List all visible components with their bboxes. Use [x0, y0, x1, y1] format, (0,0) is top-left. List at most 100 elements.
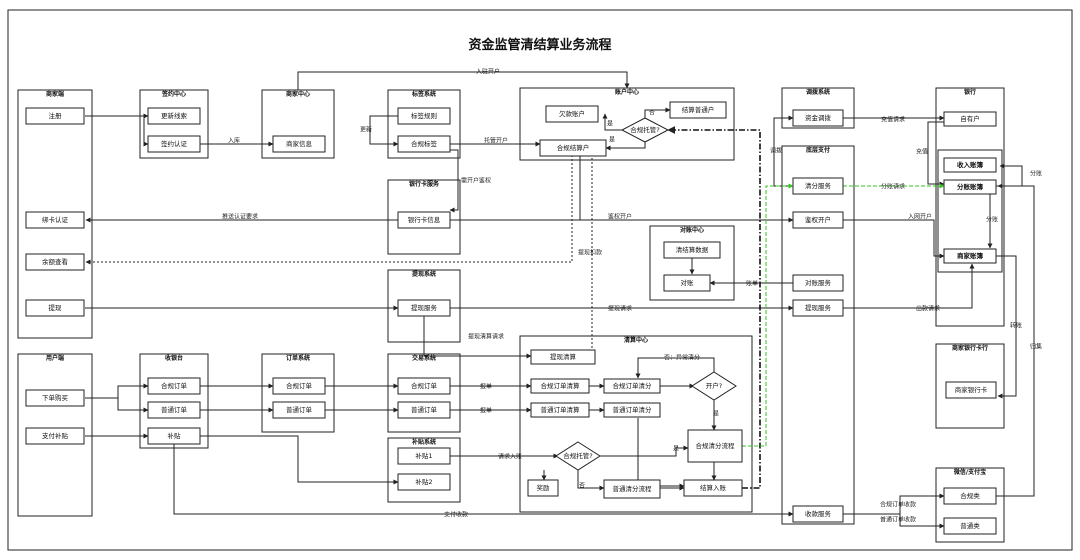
svg-text:普通订单: 普通订单	[411, 405, 438, 414]
box-compliance-order-2[interactable]: 合规订单	[272, 377, 326, 395]
outer-frame	[7, 9, 1073, 551]
label-statement: 账单	[746, 280, 758, 288]
box-income-ledger[interactable]: 收入账簿	[943, 157, 997, 173]
container-merchant-center-title: 商家中心	[286, 90, 310, 98]
box-fund-transfer[interactable]: 资金调拨	[792, 109, 844, 127]
label-no-normal: 否	[649, 110, 655, 117]
box-settle-data[interactable]: 清结算数据	[663, 241, 721, 259]
box-merchant-info[interactable]: 商家信息	[272, 135, 326, 153]
svg-text:对账: 对账	[681, 278, 695, 287]
container-user-side-title: 用户端	[45, 354, 64, 362]
svg-text:合规订单: 合规订单	[161, 381, 188, 390]
svg-text:普通订单: 普通订单	[286, 405, 313, 414]
diamond-open-q[interactable]: 开户?	[691, 371, 737, 401]
diamond-compliance-q2[interactable]: 合规托管?	[555, 441, 601, 471]
svg-text:下单购买: 下单购买	[42, 393, 69, 402]
box-settle-entry[interactable]: 结算入账	[683, 479, 743, 497]
svg-text:补贴1: 补贴1	[415, 451, 432, 460]
edge-collect	[995, 183, 1035, 497]
container-fund-system-title: 调拨系统	[806, 88, 830, 96]
box-tag-rules[interactable]: 标签规则	[397, 107, 451, 125]
box-subsidy-1[interactable]: 补贴1	[397, 447, 451, 465]
svg-text:收入账簿: 收入账簿	[957, 160, 984, 169]
svg-text:普通订单清算: 普通订单清算	[541, 405, 581, 414]
box-subsidy-2[interactable]: 补贴2	[397, 473, 451, 491]
container-order-system-title: 订单系统	[286, 354, 310, 362]
container-trade-system-title: 交易系统	[412, 354, 436, 362]
box-receipt-service[interactable]: 收款服务	[792, 505, 844, 523]
box-withdraw-service-1[interactable]: 提现服务	[397, 299, 451, 317]
svg-text:合规标签: 合规标签	[411, 139, 438, 148]
container-merchant-side-title: 商家端	[46, 90, 64, 98]
box-recon-service[interactable]: 对账服务	[792, 274, 844, 292]
box-compliance-order-3[interactable]: 合规订单	[397, 377, 451, 395]
container-cashier-title: 收银台	[165, 354, 183, 362]
svg-text:普通订单清分: 普通订单清分	[613, 405, 653, 414]
edge-split-acc	[995, 163, 1023, 187]
box-register[interactable]: 注册	[25, 107, 85, 125]
svg-text:注册: 注册	[49, 111, 63, 120]
box-own-account[interactable]: 自有户	[943, 111, 997, 127]
box-compliance-order-clearing[interactable]: 合规订单清算	[530, 378, 590, 394]
box-sign-auth[interactable]: 签约认证	[147, 135, 201, 153]
box-update-lead[interactable]: 更新线索	[147, 107, 201, 125]
box-normal-order-1[interactable]: 普通订单	[147, 401, 201, 419]
box-normal-order-3[interactable]: 普通订单	[397, 401, 451, 419]
svg-text:合规订单清算: 合规订单清算	[541, 381, 581, 390]
label-split-request: 分账请求	[881, 183, 905, 191]
box-reward[interactable]: 奖励	[527, 479, 559, 497]
label-no-q2: 否	[579, 483, 585, 490]
box-compliance-tag[interactable]: 合规标签	[397, 135, 451, 153]
box-subsidy[interactable]: 补贴	[147, 427, 201, 445]
container-subsidy-system	[387, 437, 461, 503]
box-arrears-account[interactable]: 欠款账户	[545, 105, 599, 123]
svg-text:补贴2: 补贴2	[415, 477, 432, 486]
box-normal-order-clearing[interactable]: 普通订单清算	[530, 402, 590, 418]
label-no-abnormal: 否：异常清分	[664, 354, 700, 362]
label-need-auth: 需开户鉴权	[461, 177, 491, 185]
edge-q-settle	[605, 142, 646, 151]
box-auth-open[interactable]: 鉴权开户	[792, 211, 844, 229]
container-account-center-title: 账户中心	[615, 88, 639, 96]
box-compliance-order-1[interactable]: 合规订单	[147, 377, 201, 395]
box-normal-type[interactable]: 普通类	[943, 517, 997, 535]
box-merchant-bank-card[interactable]: 商家银行卡	[945, 381, 997, 399]
diamond-compliance-q[interactable]: 合规托管?	[620, 117, 670, 143]
box-merchant-ledger[interactable]: 商家账簿	[943, 248, 997, 264]
edge-withdraw-deduct	[85, 155, 573, 265]
box-withdraw-clearing[interactable]: 提现清算	[530, 349, 596, 365]
box-split-service[interactable]: 清分服务	[792, 177, 844, 195]
container-sign-center-title: 签约中心	[161, 90, 186, 98]
svg-text:商家账簿: 商家账簿	[957, 251, 984, 260]
box-withdraw-service-2[interactable]: 提现服务	[792, 299, 844, 317]
box-withdraw[interactable]: 提现	[25, 299, 85, 317]
svg-text:余额查看: 余额查看	[42, 257, 69, 266]
box-balance-view[interactable]: 余额查看	[25, 253, 85, 271]
box-settle-normal-account[interactable]: 结算普通户	[669, 101, 727, 119]
container-wechat-alipay	[935, 467, 1005, 543]
box-normal-split-flow[interactable]: 普通清分流程	[603, 479, 661, 499]
container-bank	[935, 87, 1005, 327]
box-pay-subsidy[interactable]: 支付补贴	[25, 427, 85, 445]
box-normal-order-split[interactable]: 普通订单清分	[603, 402, 661, 418]
box-bankcard-info[interactable]: 银行卡信息	[397, 211, 451, 229]
svg-text:收款服务: 收款服务	[805, 509, 832, 518]
box-place-order[interactable]: 下单购买	[25, 389, 85, 407]
svg-text:提现服务: 提现服务	[805, 303, 832, 312]
box-bind-card[interactable]: 绑卡认证	[25, 211, 85, 229]
svg-text:普通清分流程: 普通清分流程	[613, 484, 653, 493]
container-withdraw-system-title: 提现系统	[412, 270, 436, 278]
label-yes-arrears: 是	[607, 121, 613, 128]
container-recon-center-title: 对账中心	[680, 226, 704, 234]
box-normal-order-2[interactable]: 普通订单	[272, 401, 326, 419]
box-split-ledger[interactable]: 分账账簿	[943, 179, 997, 195]
box-compliance-order-split[interactable]: 合规订单清分	[603, 378, 661, 394]
box-compliance-settle-account[interactable]: 合规结算户	[539, 139, 607, 157]
container-clearing-center	[519, 335, 753, 513]
edge-order-compliance	[85, 383, 149, 399]
svg-text:分账账簿: 分账账簿	[957, 182, 984, 191]
box-compliance-split-flow[interactable]: 合规清分流程	[687, 429, 743, 463]
box-reconcile[interactable]: 对账	[663, 274, 711, 292]
box-compliance-type[interactable]: 合规类	[943, 487, 997, 505]
